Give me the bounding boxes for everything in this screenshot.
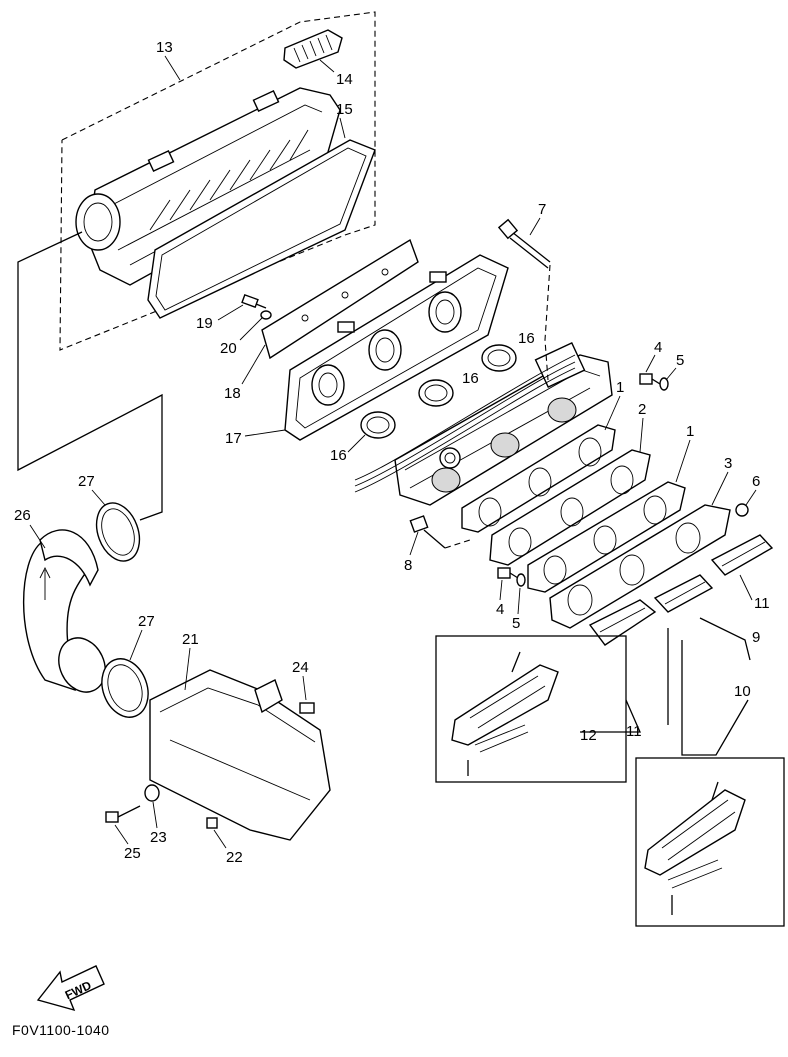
detail-box-10 [635, 757, 785, 927]
drawing-code: F0V1100-1040 [12, 1022, 110, 1038]
fwd-arrow-icon: FWD [36, 965, 105, 1012]
air-box-lower [149, 669, 331, 841]
callout-19: 19 [196, 315, 213, 332]
callout-3: 3 [724, 455, 732, 472]
callout-18: 18 [224, 385, 241, 402]
callout-6: 6 [752, 473, 760, 490]
drain-bolt [105, 805, 141, 823]
callout-27: 27 [78, 473, 95, 490]
detail-box-12 [435, 635, 627, 783]
callout-4: 4 [496, 601, 504, 618]
grommet [144, 784, 160, 802]
callout-1: 1 [616, 379, 624, 396]
intake-manifold [549, 504, 731, 629]
bolt [639, 373, 661, 385]
bolt-long [497, 218, 551, 269]
callout-9: 9 [752, 629, 760, 646]
callout-20: 20 [220, 340, 237, 357]
drain-plug [206, 817, 218, 829]
callout-25: 25 [124, 845, 141, 862]
washer-small [260, 310, 272, 320]
gasket-1 [461, 424, 616, 533]
callout-4: 4 [654, 339, 662, 356]
plug [299, 702, 315, 714]
callout-24: 24 [292, 659, 309, 676]
nut [735, 503, 749, 517]
o-ring [360, 344, 517, 439]
intake-hose [23, 529, 106, 693]
callout-14: 14 [336, 71, 353, 88]
callout-13: 13 [156, 39, 173, 56]
callout-1: 1 [686, 423, 694, 440]
callout-16: 16 [518, 330, 535, 347]
duct-insert [283, 29, 343, 69]
washer [659, 377, 669, 391]
reed-valve [588, 534, 774, 646]
gasket-1b [527, 481, 686, 593]
callout-10: 10 [734, 683, 751, 700]
callout-12: 12 [580, 727, 597, 744]
callout-27: 27 [138, 613, 155, 630]
callout-2: 2 [638, 401, 646, 418]
callout-16: 16 [330, 447, 347, 464]
callout-23: 23 [150, 829, 167, 846]
callout-26: 26 [14, 507, 31, 524]
spacer [489, 449, 651, 566]
callout-16: 16 [462, 370, 479, 387]
plate [261, 238, 419, 360]
callout-17: 17 [225, 430, 242, 447]
cover-gasket [147, 139, 376, 319]
callout-11: 11 [754, 595, 770, 612]
callout-8: 8 [404, 557, 412, 574]
callout-21: 21 [182, 631, 199, 648]
callout-11: 11 [626, 723, 642, 740]
callout-5: 5 [676, 352, 684, 369]
bolt-lower [497, 567, 519, 579]
hose-clamp [95, 502, 149, 718]
air-box-cover-group-outline [59, 11, 376, 351]
callout-labels: 13 14 15 7 19 20 18 17 16 16 16 4 5 1 2 … [14, 39, 770, 866]
bolt-flange [409, 515, 446, 549]
washer-lower [516, 573, 526, 587]
screw-small [241, 293, 267, 309]
callout-15: 15 [336, 101, 353, 118]
callout-7: 7 [538, 201, 546, 218]
callout-22: 22 [226, 849, 243, 866]
callout-5: 5 [512, 615, 520, 632]
